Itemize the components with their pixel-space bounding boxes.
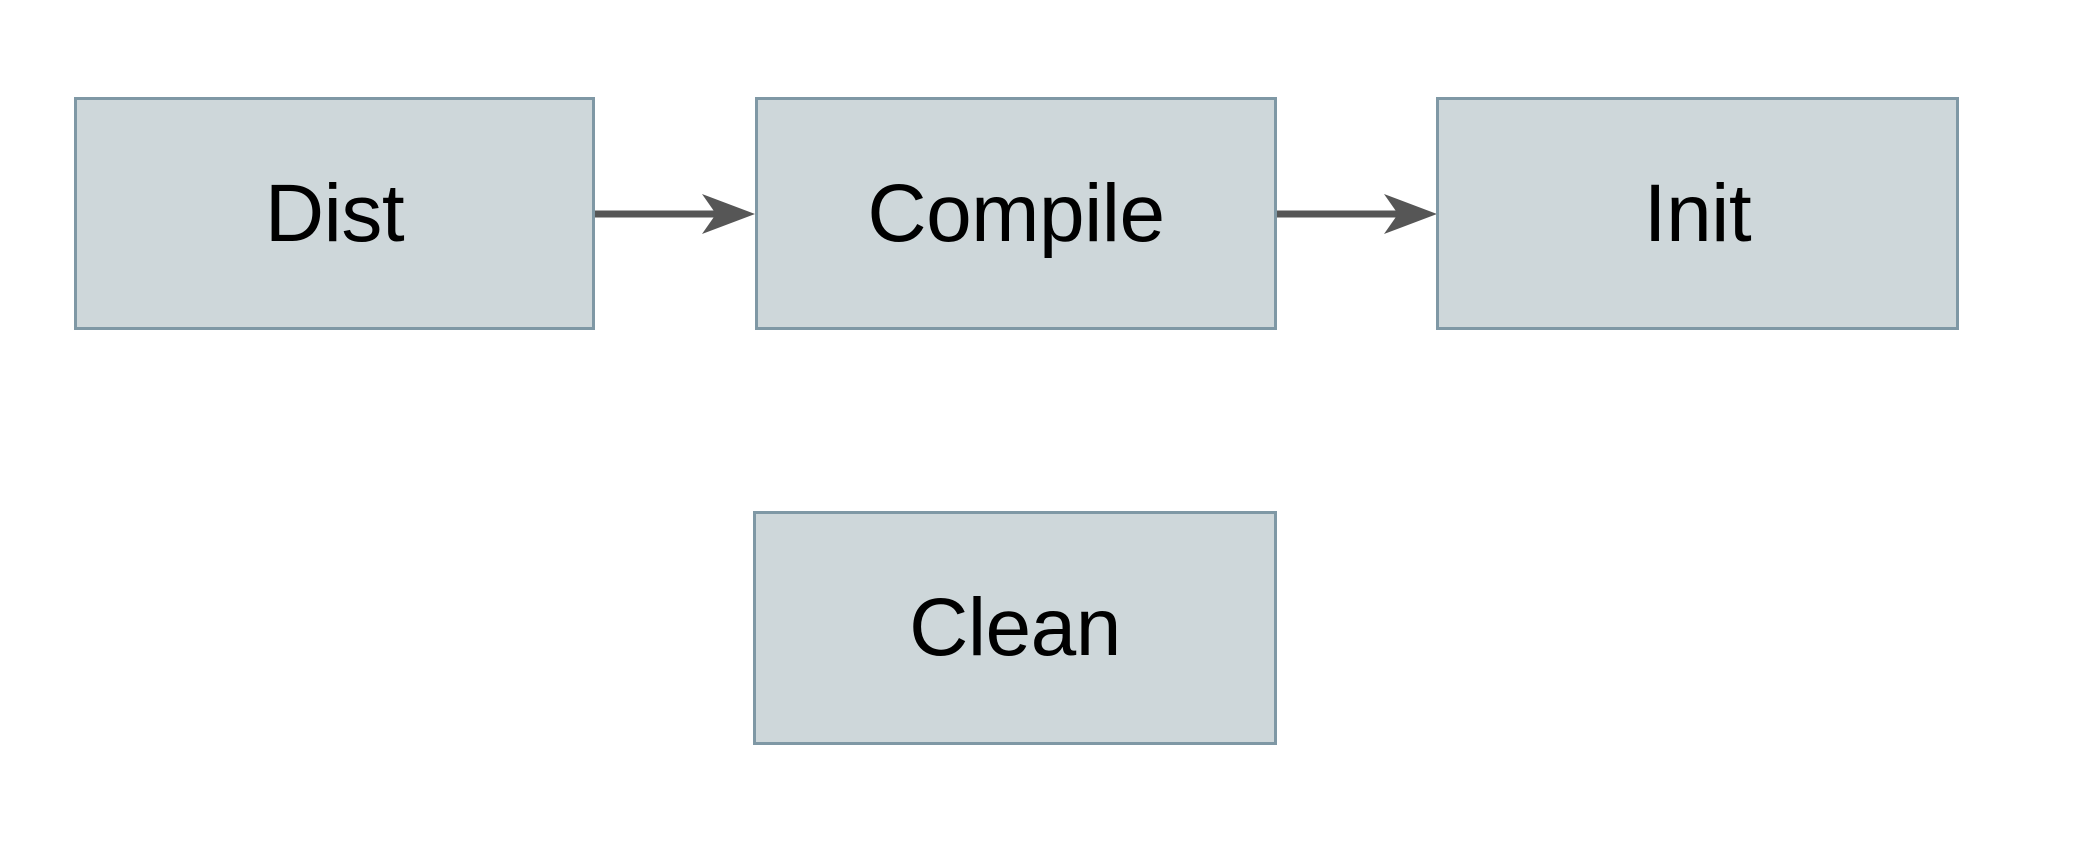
edge-dist-to-compile-arrowhead [702, 194, 755, 234]
node-clean[interactable]: Clean [753, 511, 1277, 745]
edge-compile-to-init[interactable] [1277, 194, 1437, 234]
node-clean-label: Clean [909, 582, 1121, 673]
node-init[interactable]: Init [1436, 97, 1959, 330]
edge-compile-to-init-arrowhead [1384, 194, 1437, 234]
node-compile-label: Compile [867, 167, 1165, 259]
node-dist-label: Dist [264, 167, 405, 259]
node-init-label: Init [1643, 167, 1752, 259]
edge-dist-to-compile[interactable] [595, 194, 755, 234]
node-dist[interactable]: Dist [74, 97, 595, 330]
node-compile[interactable]: Compile [755, 97, 1277, 330]
